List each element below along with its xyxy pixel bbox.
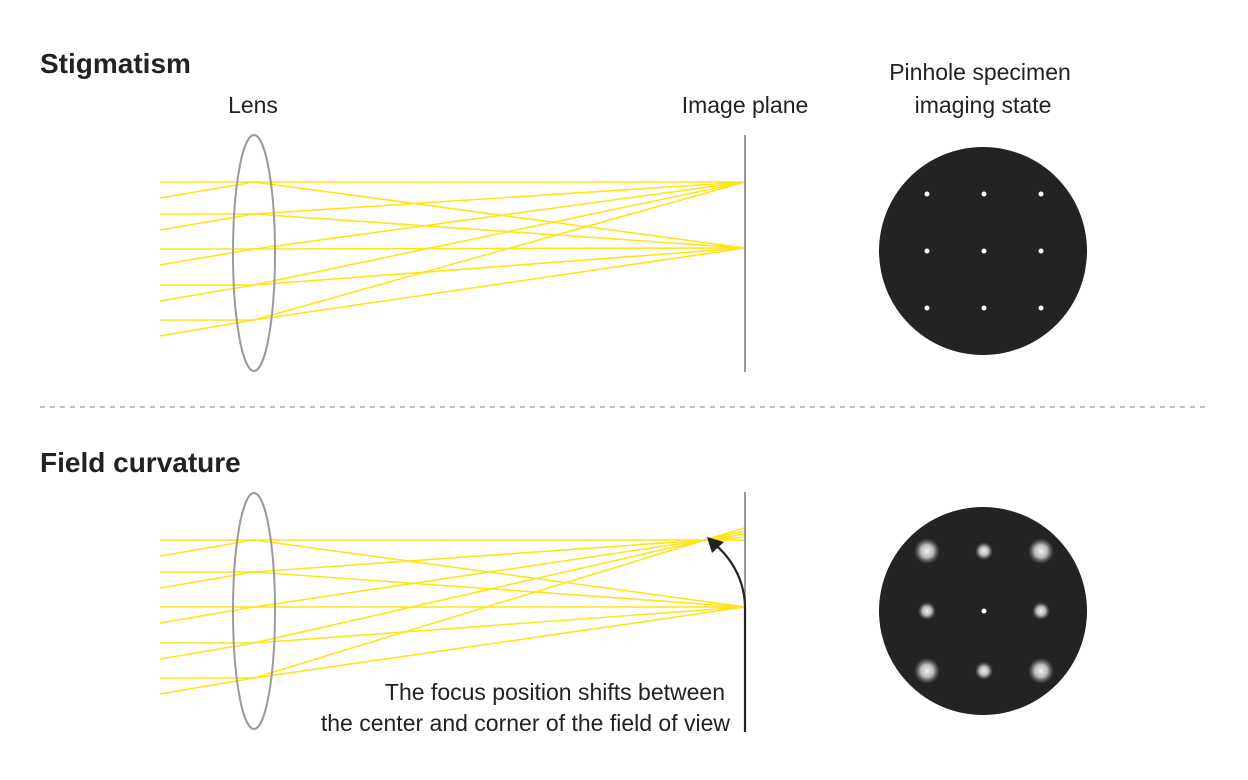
ray-to-focus	[253, 539, 706, 679]
ray-to-focus	[253, 181, 746, 250]
ray-incoming-oblique	[159, 571, 255, 589]
field-curvature-rays	[159, 526, 746, 695]
ray-to-focus	[253, 213, 746, 249]
pinhole-dot	[1038, 191, 1044, 197]
ray-incoming-oblique	[159, 213, 255, 231]
specimen-label-line2: imaging state	[915, 92, 1052, 118]
pinhole-dot	[981, 248, 987, 254]
pinhole-dot	[1028, 657, 1054, 684]
specimen-label-line1: Pinhole specimen	[889, 59, 1071, 85]
stigmatism-rays	[159, 181, 746, 337]
pinhole-dot	[924, 191, 930, 197]
ray-to-focus	[253, 571, 746, 608]
ray-incoming-oblique	[159, 642, 255, 660]
ray-incoming-oblique	[159, 606, 255, 624]
lens-bottom	[232, 492, 276, 730]
pinhole-dot	[981, 608, 987, 614]
annotation-line2: the center and corner of the field of vi…	[321, 710, 731, 736]
ray-to-focus	[253, 606, 746, 644]
pinhole-dot	[1032, 602, 1050, 620]
ray-to-focus	[253, 247, 746, 321]
ray-to-focus	[253, 247, 746, 286]
section-title-stigmatism: Stigmatism	[40, 48, 191, 79]
pinhole-dot	[981, 305, 987, 311]
ray-incoming-oblique	[159, 539, 255, 557]
ray-to-focus	[253, 606, 746, 679]
arrow-head-icon	[707, 537, 724, 553]
ray-incoming-oblique	[159, 319, 255, 337]
ray-to-focus	[253, 539, 706, 608]
ray-to-focus	[253, 539, 746, 608]
lens-label: Lens	[228, 92, 278, 118]
section-title-field-curvature: Field curvature	[40, 447, 241, 478]
pinhole-dot	[924, 305, 930, 311]
pinhole-dot	[914, 657, 940, 684]
annotation-line1: The focus position shifts between	[385, 679, 725, 705]
focus-shift-arrow	[711, 541, 747, 732]
ray-to-focus	[253, 181, 746, 321]
pinhole-dot	[975, 542, 993, 561]
pinhole-dot	[918, 602, 936, 620]
image-plane-label: Image plane	[682, 92, 809, 118]
pinhole-dots-sharp	[924, 191, 1044, 311]
pinhole-dot	[981, 191, 987, 197]
ray-incoming-oblique	[159, 181, 255, 199]
pinhole-dot	[975, 661, 993, 680]
ray-to-focus	[253, 181, 746, 215]
ray-incoming-oblique	[159, 248, 255, 266]
pinhole-dot	[1038, 305, 1044, 311]
lens-top	[232, 134, 276, 372]
pinhole-dot	[1038, 248, 1044, 254]
pinhole-dot	[914, 538, 940, 565]
ray-to-focus	[253, 247, 746, 250]
pinhole-dot	[924, 248, 930, 254]
pinhole-dots-blurred	[914, 538, 1054, 684]
pinhole-dot	[1028, 538, 1054, 565]
ray-incoming-oblique	[159, 284, 255, 302]
ray-to-focus	[253, 181, 746, 286]
ray-incoming-oblique	[159, 677, 255, 695]
ray-to-focus	[253, 539, 706, 573]
ray-to-focus	[253, 539, 706, 644]
ray-past-focus	[704, 526, 746, 541]
